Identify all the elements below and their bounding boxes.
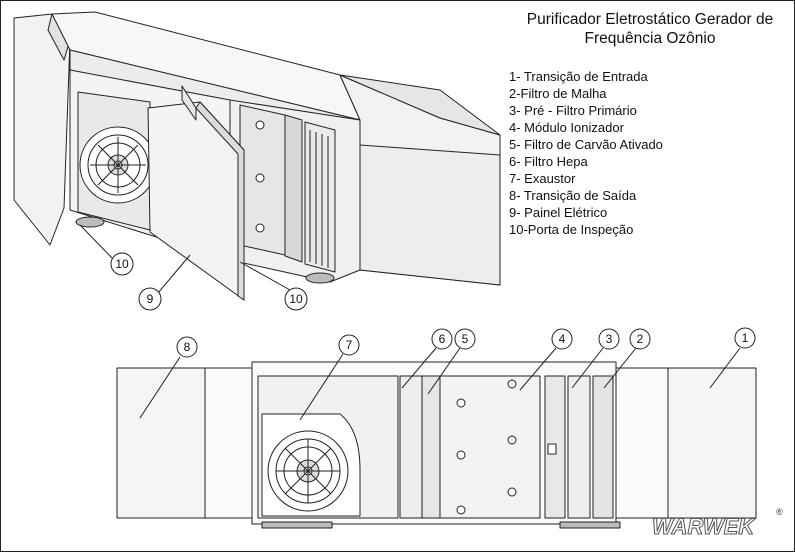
plan-exhauster-fan: [261, 413, 361, 517]
plan-carbon-filter: [421, 375, 441, 519]
legend-item: 2-Filtro de Malha: [509, 86, 607, 101]
legend-item: 4- Módulo Ionizador: [509, 120, 624, 135]
plan-ionizer-module: [439, 375, 541, 519]
legend-item: 10-Porta de Inspeção: [509, 222, 634, 237]
plan-view: [116, 347, 757, 529]
iso-open-door: [147, 85, 245, 301]
legend-item: 9- Painel Elétrico: [509, 205, 608, 220]
callout-plan-3: 6: [439, 332, 446, 346]
legend-item: 3- Pré - Filtro Primário: [509, 103, 637, 118]
iso-inlet-transition: [339, 74, 501, 286]
legend-item: 1- Transição de Entrada: [509, 69, 648, 84]
callout-plan-4: 5: [462, 332, 469, 346]
isometric-view: [13, 11, 501, 301]
legend-item: 6- Filtro Hepa: [509, 154, 588, 169]
warwek-logo: WARWEK ®: [652, 507, 784, 540]
callouts: 10 9 10 8 7 6 5 4 3 2 1: [110, 252, 756, 358]
plan-mesh-filter: [592, 375, 614, 519]
legend-item: 5- Filtro de Carvão Ativado: [509, 137, 663, 152]
title-line-1: Purificador Eletrostático Gerador de: [526, 11, 774, 28]
logo-wordmark: WARWEK: [652, 514, 756, 539]
callout-iso-1: 10: [115, 257, 129, 271]
plan-inlet-transition: [667, 367, 757, 519]
plan-hepa-filter: [399, 375, 423, 519]
callout-plan-7: 2: [637, 332, 644, 346]
callout-iso-2: 9: [147, 292, 154, 306]
callout-plan-5: 4: [559, 332, 566, 346]
callout-plan-8: 1: [742, 331, 749, 345]
legend-item: 7- Exaustor: [509, 171, 576, 186]
plan-primary-prefilter: [567, 375, 591, 519]
legend-item: 8- Transição de Saída: [509, 188, 637, 203]
callout-iso-3: 10: [289, 292, 303, 306]
plan-callout-leaders: [139, 347, 741, 421]
component-legend: 1- Transição de Entrada 2-Filtro de Malh…: [509, 68, 663, 238]
iso-outlet-transition: [13, 13, 71, 246]
iso-callout-leaders: [79, 224, 291, 294]
logo-registered-mark: ®: [776, 507, 783, 517]
callout-plan-6: 3: [606, 332, 613, 346]
iso-exhauster-fan: [79, 126, 157, 204]
title-line-2: Frequência Ozônio: [584, 30, 716, 47]
callout-plan-2: 7: [346, 338, 353, 352]
callout-plan-1: 8: [184, 340, 191, 354]
plan-outlet-transition: [116, 367, 206, 519]
diagram-title: Purificador Eletrostático Gerador de Fre…: [505, 10, 795, 48]
